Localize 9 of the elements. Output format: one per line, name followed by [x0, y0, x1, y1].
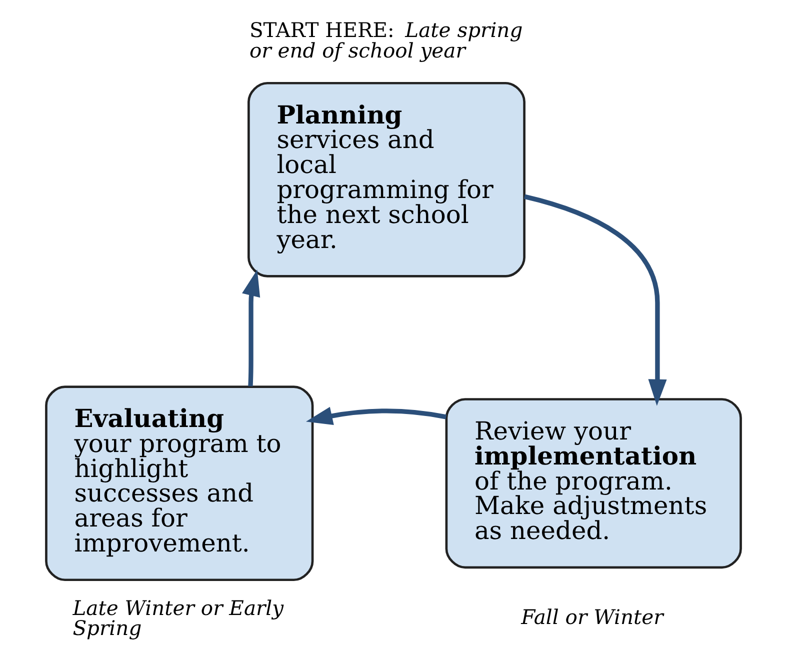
node-box: Review your implementation of the program. Make adjustments as needed.: [444, 398, 742, 569]
node-label: Late Winter or Early Spring: [72, 596, 284, 640]
node-box: Evaluating your program to highlight successes and areas for improvement.: [44, 386, 314, 582]
arrow: [523, 194, 666, 406]
arrow: [242, 270, 260, 386]
node-box: Planning services and local programming for the next school year.: [247, 82, 525, 278]
arrow: [305, 406, 446, 425]
node-label: START HERE: Late spring or end of school year: [248, 18, 522, 62]
node-label: Fall or Winter: [520, 605, 663, 630]
